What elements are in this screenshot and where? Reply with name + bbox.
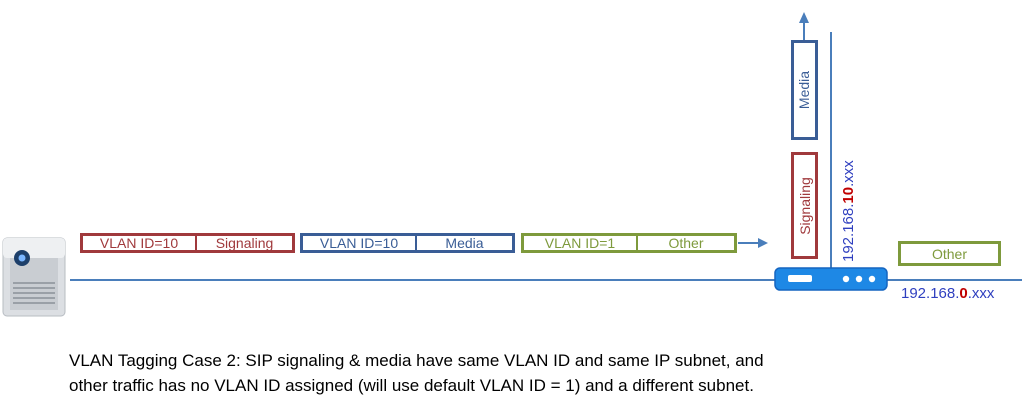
subnet-octet: 0 (959, 285, 968, 302)
other-box-label: Other (931, 245, 967, 262)
subnet-default-label: 192.168.0.xxx (901, 285, 994, 302)
signaling-box-label: Signaling (796, 176, 813, 235)
signaling-box: Signaling (791, 152, 818, 259)
subnet-suffix: .xxx (840, 160, 857, 187)
other-box: Other (898, 241, 1001, 266)
subnet-prefix: 192.168. (901, 285, 960, 302)
packet-vlan-label: VLAN ID=1 (524, 235, 638, 251)
packet-media: VLAN ID=10 Media (300, 233, 515, 253)
phone-device-icon (2, 237, 66, 317)
media-box: Media (791, 40, 818, 140)
flow-arrow-right (738, 238, 768, 248)
caption-line-2: other traffic has no VLAN ID assigned (w… (69, 376, 754, 395)
subnet-octet: 10 (840, 186, 857, 204)
diagram-caption: VLAN Tagging Case 2: SIP signaling & med… (69, 348, 949, 398)
packet-type-label: Other (668, 235, 704, 251)
subnet-prefix: 192.168. (840, 203, 857, 262)
packet-type-label: Media (445, 235, 484, 251)
packet-signaling: VLAN ID=10 Signaling (80, 233, 295, 253)
router-icon (774, 267, 888, 291)
packet-type-label: Signaling (215, 235, 274, 251)
packet-vlan-label: VLAN ID=10 (303, 235, 417, 251)
caption-line-1: VLAN Tagging Case 2: SIP signaling & med… (69, 351, 764, 370)
flow-arrow-up (799, 12, 809, 40)
subnet-suffix: .xxx (967, 285, 995, 302)
media-box-label: Media (796, 70, 813, 110)
packet-vlan-label: VLAN ID=10 (83, 235, 197, 251)
packet-other: VLAN ID=1 Other (521, 233, 737, 253)
subnet-vlan10-label: 192.168.10.xxx (840, 160, 857, 262)
